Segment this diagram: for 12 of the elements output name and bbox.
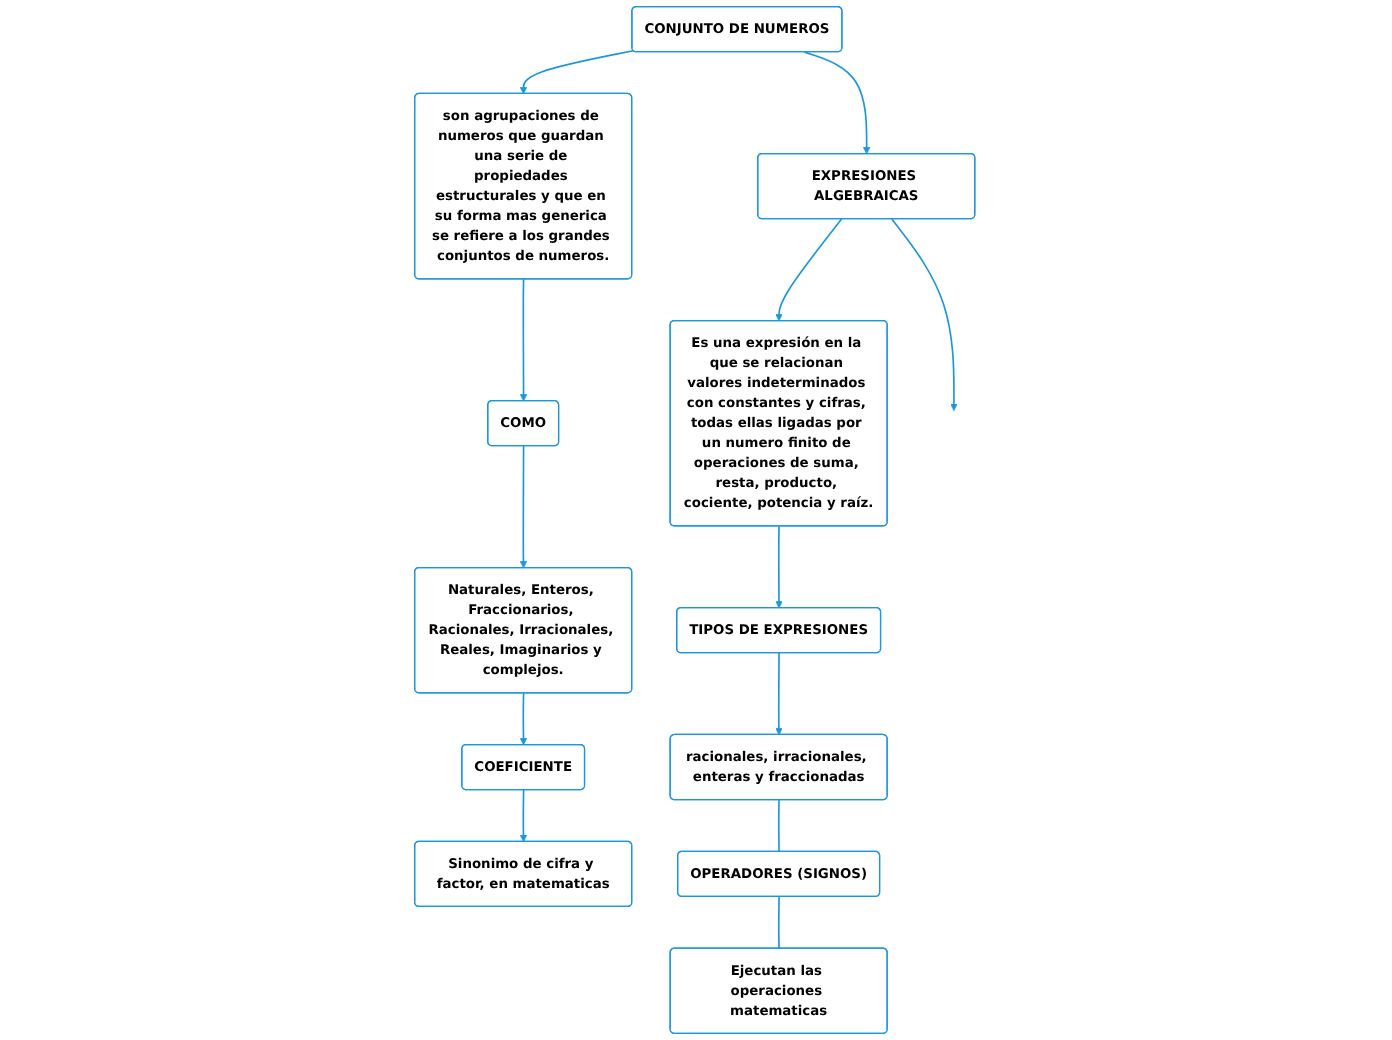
arrow <box>774 652 782 736</box>
arrow <box>774 218 842 322</box>
arrow <box>519 789 527 843</box>
arrow <box>519 692 527 746</box>
arrow <box>519 278 527 402</box>
arrow <box>890 218 957 411</box>
arrow <box>774 525 782 609</box>
connector <box>777 896 780 950</box>
arrow <box>802 51 870 155</box>
arrow <box>519 49 634 95</box>
arrow <box>519 445 527 569</box>
connector <box>777 799 780 853</box>
